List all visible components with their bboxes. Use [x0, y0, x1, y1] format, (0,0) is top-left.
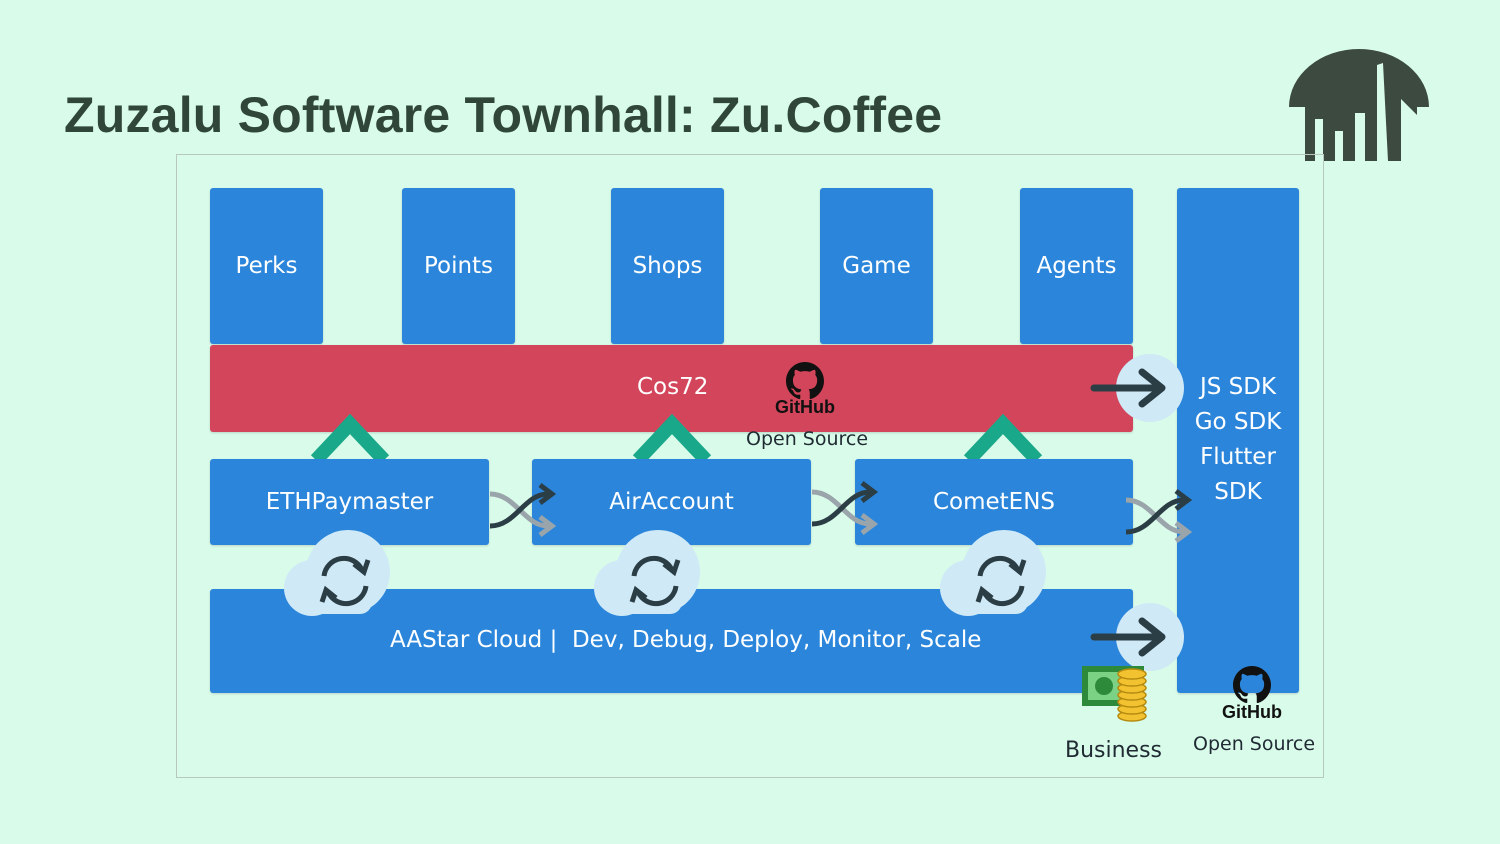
sdk-js: JS SDK [1199, 374, 1277, 400]
app-perks: Perks [210, 188, 323, 344]
shuffle-icon [811, 481, 879, 535]
module-cometens: CometENS [855, 459, 1133, 545]
sdk-go: Go SDK [1194, 409, 1282, 435]
sdk-column: JS SDK Go SDK Flutter SDK [1177, 188, 1299, 693]
sdk-flutter: Flutter [1200, 444, 1276, 470]
page-title: Zuzalu Software Townhall: Zu.Coffee [64, 87, 943, 143]
chevron-up-icon [310, 413, 390, 465]
open-source-label: Open Source [746, 428, 869, 450]
shuffle-icon [489, 483, 557, 537]
logo-icon [1289, 49, 1429, 161]
github-icon [786, 362, 824, 400]
github-icon [1233, 666, 1271, 704]
cloud-sync-icon [940, 530, 1046, 616]
chevron-up-icon [963, 413, 1043, 465]
app-shops: Shops [611, 188, 724, 344]
open-source-label: Open Source [1193, 733, 1316, 755]
cloud-sync-icon [284, 530, 390, 616]
cloud-label: AAStar Cloud | Dev, Debug, Deploy, Monit… [390, 627, 982, 653]
cos72-label: Cos72 [637, 374, 709, 400]
shuffle-icon [1125, 489, 1193, 543]
github-wordmark: GitHub [1222, 702, 1282, 722]
module-airaccount: AirAccount [532, 459, 811, 545]
arrow-right-icon [1090, 354, 1184, 422]
chevron-up-icon [632, 413, 712, 465]
arrow-right-icon [1090, 603, 1184, 671]
money-icon [1082, 666, 1147, 722]
github-wordmark: GitHub [775, 397, 835, 417]
cloud-sync-icon [594, 530, 700, 616]
diagram-frame [176, 154, 1324, 778]
sdk-sdk: SDK [1214, 479, 1262, 505]
app-agents: Agents [1020, 188, 1133, 344]
business-label: Business [1065, 738, 1163, 763]
app-game: Game [820, 188, 933, 344]
app-points: Points [402, 188, 515, 344]
